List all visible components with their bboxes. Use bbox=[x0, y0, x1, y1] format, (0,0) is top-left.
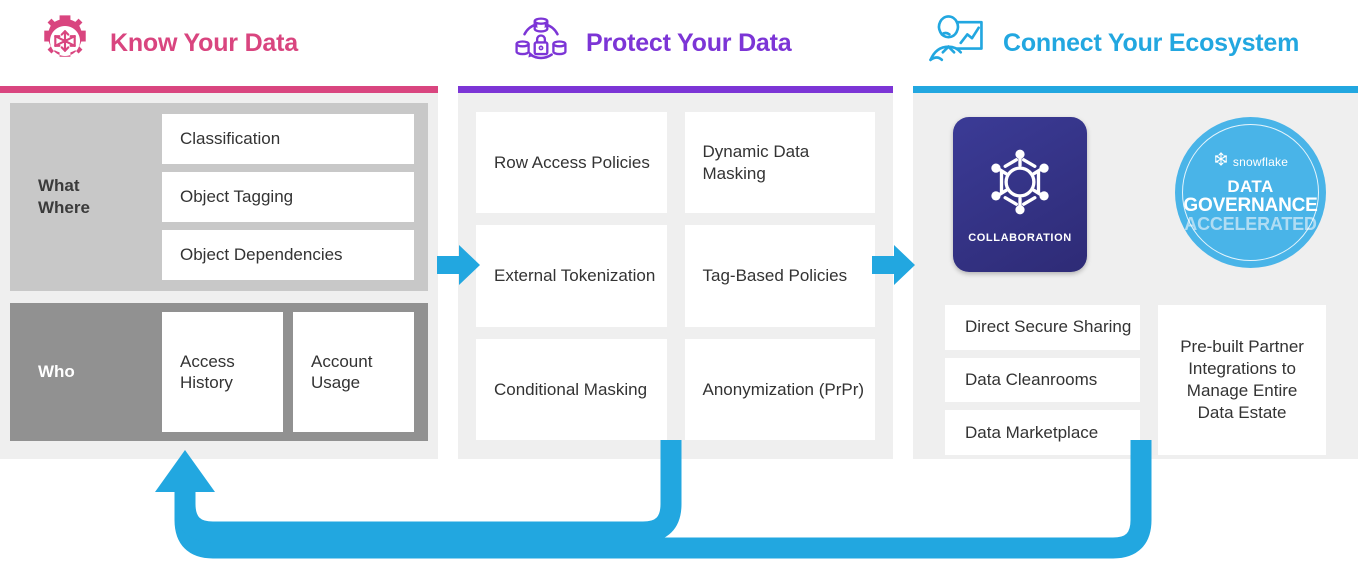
data-governance-accelerated-badge: snowflake DATA GOVERNANCE ACCELERATED bbox=[1175, 117, 1326, 268]
who-card-group: Access History Account Usage bbox=[162, 312, 414, 432]
person-chart-icon bbox=[923, 10, 989, 77]
accent-rule-connect bbox=[913, 86, 1358, 93]
band-label-what-where: What Where bbox=[10, 175, 162, 219]
card-access-history[interactable]: Access History bbox=[162, 312, 283, 432]
column-protect-your-data: Protect Your Data Row Access Policies Dy… bbox=[458, 0, 893, 459]
card-data-cleanrooms[interactable]: Data Cleanrooms bbox=[945, 357, 1141, 403]
snowflake-icon bbox=[1213, 151, 1229, 172]
network-hexagon-icon bbox=[983, 145, 1057, 224]
connect-left-stack: Direct Secure Sharing Data Cleanrooms Da… bbox=[945, 305, 1141, 456]
page-title-know: Know Your Data bbox=[110, 28, 298, 57]
what-where-card-stack: Classification Object Tagging Object Dep… bbox=[162, 114, 414, 280]
badge-line-accelerated: ACCELERATED bbox=[1184, 214, 1317, 235]
protect-card-grid: Row Access Policies Dynamic Data Masking… bbox=[468, 103, 883, 449]
databases-lock-icon bbox=[510, 10, 572, 77]
column-header-protect: Protect Your Data bbox=[458, 0, 893, 86]
flow-arrow-protect-to-connect bbox=[872, 243, 916, 292]
band-label-line1: What bbox=[38, 175, 80, 195]
card-prebuilt-partner-integrations[interactable]: Pre-built Partner Integrations to Manage… bbox=[1158, 305, 1326, 455]
card-dynamic-data-masking[interactable]: Dynamic Data Masking bbox=[684, 112, 875, 214]
band-label-line2: Where bbox=[38, 198, 90, 217]
page-title-connect: Connect Your Ecosystem bbox=[1003, 28, 1300, 57]
column-connect-your-ecosystem: Connect Your Ecosystem bbox=[913, 0, 1358, 459]
band-who: Who Access History Account Usage bbox=[10, 303, 428, 441]
column-body-know: What Where Classification Object Tagging… bbox=[0, 93, 438, 459]
band-what-where: What Where Classification Object Tagging… bbox=[10, 103, 428, 291]
column-body-protect: Row Access Policies Dynamic Data Masking… bbox=[458, 93, 893, 459]
band-label-who: Who bbox=[38, 361, 75, 381]
flow-arrow-know-to-protect bbox=[437, 243, 481, 292]
collaboration-tile[interactable]: COLLABORATION bbox=[953, 117, 1087, 272]
collaboration-tile-label: COLLABORATION bbox=[968, 232, 1072, 244]
card-conditional-masking[interactable]: Conditional Masking bbox=[476, 338, 667, 440]
accent-rule-know bbox=[0, 86, 438, 93]
accent-rule-protect bbox=[458, 86, 893, 93]
card-account-usage[interactable]: Account Usage bbox=[293, 312, 414, 432]
card-direct-secure-sharing[interactable]: Direct Secure Sharing bbox=[945, 305, 1141, 350]
column-body-connect: COLLABORATION bbox=[913, 93, 1358, 459]
connect-logo-row: COLLABORATION bbox=[923, 103, 1348, 297]
card-row-access-policies[interactable]: Row Access Policies bbox=[476, 112, 667, 214]
card-object-dependencies[interactable]: Object Dependencies bbox=[162, 230, 414, 280]
page-title-protect: Protect Your Data bbox=[586, 28, 792, 57]
column-header-connect: Connect Your Ecosystem bbox=[913, 0, 1358, 86]
column-header-know: Know Your Data bbox=[0, 0, 438, 86]
gear-snowflake-icon bbox=[34, 10, 96, 77]
column-know-your-data: Know Your Data What Where Classification… bbox=[0, 0, 438, 459]
card-object-tagging[interactable]: Object Tagging bbox=[162, 172, 414, 222]
connect-card-row: Direct Secure Sharing Data Cleanrooms Da… bbox=[923, 297, 1348, 465]
snowflake-brand-lockup: snowflake bbox=[1213, 151, 1288, 172]
card-data-marketplace[interactable]: Data Marketplace bbox=[945, 410, 1141, 456]
badge-line-data: DATA bbox=[1227, 177, 1274, 197]
card-external-tokenization[interactable]: External Tokenization bbox=[476, 225, 667, 327]
badge-line-governance: GOVERNANCE bbox=[1183, 194, 1318, 216]
card-tag-based-policies[interactable]: Tag-Based Policies bbox=[684, 225, 875, 327]
card-anonymization-prpr[interactable]: Anonymization (PrPr) bbox=[684, 338, 875, 440]
snowflake-wordmark: snowflake bbox=[1232, 154, 1289, 169]
card-classification[interactable]: Classification bbox=[162, 114, 414, 164]
